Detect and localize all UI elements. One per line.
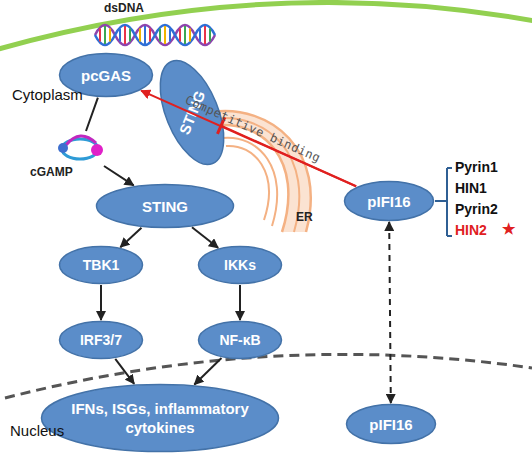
node-ellipse: pIFI16 [343, 180, 435, 222]
node-ellipse: IRF3/7 [58, 320, 144, 360]
node-label: IRF3/7 [80, 332, 122, 349]
bracket-line [446, 168, 448, 236]
dna-strand [95, 25, 215, 45]
domain-label: HIN2 [455, 222, 487, 238]
molecule-label: cGAMP [30, 165, 73, 179]
node-label: NF-κB [219, 332, 260, 349]
dna-strand [95, 25, 215, 45]
region-label: Nucleus [10, 422, 64, 439]
dna-rung [149, 29, 151, 42]
bracket-line [435, 200, 447, 202]
domain-label: Pyrin2 [455, 201, 498, 217]
molecule-atom [91, 144, 103, 156]
connector [194, 358, 221, 384]
dna-rung [199, 29, 201, 42]
star-mark: ★ [502, 220, 515, 238]
dna-rung [104, 26, 106, 44]
dna-rung [209, 29, 211, 42]
dna-rung [189, 29, 191, 42]
node-label: pIFI16 [369, 416, 412, 433]
domain-label: HIN1 [455, 180, 487, 196]
dna-rung [179, 29, 181, 42]
region-label: Cytoplasm [12, 86, 83, 103]
node-label: TBK1 [83, 257, 120, 274]
ellipse-outline [60, 247, 143, 284]
ellipse-outline [42, 385, 279, 452]
molecule-bond [66, 136, 96, 145]
node-label: pIFI16 [367, 193, 410, 210]
ellipse-outline [347, 405, 436, 444]
connector [100, 285, 102, 320]
molecule-atom [58, 143, 68, 153]
connector [239, 285, 241, 320]
ellipse-outline [97, 185, 234, 228]
node-label: IKKs [224, 257, 256, 274]
ellipse-outline [199, 247, 282, 284]
cgamp-molecule [58, 136, 103, 159]
node-label: IFNs, ISGs, inflammatory cytokines [68, 399, 253, 437]
nuclear-membrane [5, 354, 532, 398]
domain-label: Pyrin1 [455, 159, 498, 175]
organelle-label: ER [296, 210, 313, 224]
node-label: STING [142, 198, 188, 215]
dna-rung [164, 26, 166, 44]
node-ellipse: pIFI16 [345, 403, 437, 445]
dna-rung [139, 29, 141, 42]
dna-rung [129, 29, 131, 42]
node-ellipse: TBK1 [58, 245, 144, 285]
dna-helix [95, 25, 215, 45]
ellipse-outline [345, 182, 434, 221]
dna-rung [159, 29, 161, 42]
node-label: pcGAS [81, 67, 131, 84]
ellipse-shape [40, 383, 280, 453]
dna-rung [184, 26, 186, 44]
connector [86, 98, 134, 186]
dna-rung [119, 29, 121, 42]
bracket-line [447, 167, 452, 169]
dna-rung [144, 26, 146, 44]
connector [115, 359, 134, 384]
ellipse-outline [199, 322, 282, 359]
connector [120, 228, 141, 247]
dna-rung [204, 26, 206, 44]
ellipse-outline [60, 322, 143, 359]
connector [192, 227, 218, 248]
molecule-label: dsDNA [104, 1, 144, 15]
node-ellipse: NF-κB [197, 320, 283, 360]
dna-rung [99, 29, 101, 42]
bracket-line [447, 235, 452, 237]
node-ellipse: IKKs [197, 245, 283, 285]
connector [141, 91, 356, 187]
connector [221, 126, 356, 187]
dna-rung [169, 29, 171, 42]
connector [389, 222, 391, 403]
node-ellipse: IFNs, ISGs, inflammatory cytokines [40, 383, 280, 453]
cell-membrane [0, 2, 532, 50]
domain-bracket [435, 168, 452, 236]
dna-rung [109, 29, 111, 42]
dna-rung [124, 26, 126, 44]
node-ellipse: STING [95, 183, 235, 229]
